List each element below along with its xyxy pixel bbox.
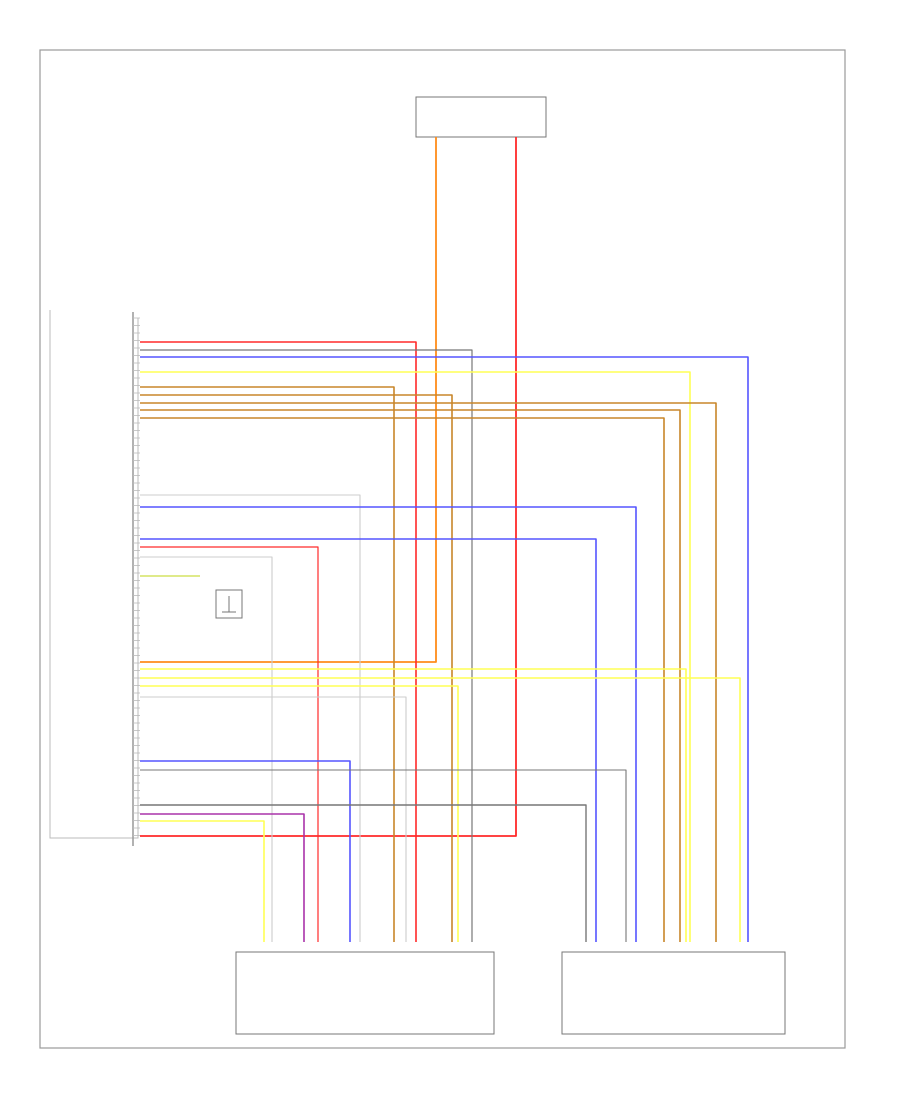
rear-axle-components [561,951,786,1035]
wire-fuse-1-orange [140,137,437,663]
wire-yellow-3 [140,677,741,942]
pins [133,317,140,836]
wire-brown-5 [140,417,665,942]
wire-brown-3 [140,402,717,942]
wire-fuse-2-red [140,137,517,837]
wire-lightgray-3 [140,696,407,942]
wire-blue-2 [140,506,637,942]
wires [140,137,749,942]
wire-lightgray-2 [140,556,273,942]
front-axle-components [235,951,495,1035]
wire-yellow-1 [140,371,691,942]
wire-blue-3 [140,538,597,942]
wire-gray-3 [140,804,587,942]
diagram-frame [39,49,846,1049]
relay [215,589,243,619]
fuse-panel [415,96,547,138]
wire-red-2 [140,546,319,942]
wire-gray-2 [140,769,627,942]
wire-lightgray-1 [140,494,361,942]
wire-brown-2 [140,394,453,942]
wire-purple-1 [140,813,305,942]
wire-gray-1 [140,349,473,942]
wire-yellow-4 [140,685,459,942]
wire-yellow-5 [140,820,265,942]
control-module [49,310,139,846]
wire-brown-1 [140,386,395,942]
wire-brown-4 [140,409,681,942]
wire-red-1 [140,341,417,942]
wire-blue-4 [140,760,351,942]
wire-yellow-2 [140,668,687,942]
wire-blue-1 [140,356,749,942]
